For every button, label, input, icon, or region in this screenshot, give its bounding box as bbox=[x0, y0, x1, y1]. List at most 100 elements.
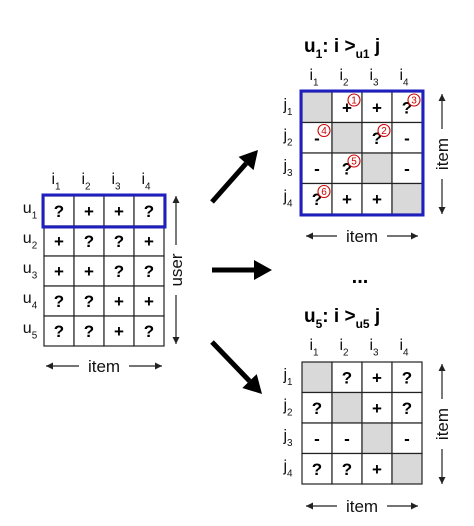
cell-value: ? bbox=[402, 98, 412, 117]
arrow-to-ellipsis bbox=[212, 260, 272, 280]
circled-marker-label: 1 bbox=[351, 96, 357, 107]
row-header-u4: u4 bbox=[23, 290, 38, 312]
cell-value: + bbox=[84, 262, 94, 281]
cell-value: + bbox=[144, 232, 154, 251]
transition-arrows bbox=[210, 150, 272, 394]
highlighted-user-row bbox=[41, 193, 167, 229]
circled-marker-label: 6 bbox=[321, 187, 327, 198]
cell-value: ? bbox=[114, 232, 124, 251]
cell-value: + bbox=[372, 399, 382, 418]
row-header-j2: j2 bbox=[282, 397, 293, 419]
cell-value: - bbox=[314, 159, 320, 178]
cell-value: ? bbox=[84, 232, 94, 251]
cell-value: + bbox=[54, 262, 64, 281]
column-header-i2: i2 bbox=[339, 337, 349, 359]
cell-value: - bbox=[404, 129, 410, 148]
bottom-item-axis-text: item bbox=[346, 497, 378, 516]
cell-value: + bbox=[342, 98, 352, 117]
diagonal-cell bbox=[331, 391, 363, 424]
circled-marker-4: 4 bbox=[317, 123, 331, 138]
cell-value: - bbox=[404, 159, 410, 178]
cell-value: + bbox=[114, 322, 124, 341]
cell-value: ? bbox=[402, 399, 412, 418]
cell-value: ? bbox=[84, 322, 94, 341]
cell-value: + bbox=[342, 190, 352, 209]
top-item-axis: item bbox=[306, 227, 418, 246]
cell-value: + bbox=[84, 202, 94, 221]
cell-value: ? bbox=[312, 399, 322, 418]
cell-value: ? bbox=[84, 292, 94, 311]
svg-text:u5: i >u5 j: u5: i >u5 j bbox=[304, 306, 380, 331]
circled-marker-1: 1 bbox=[347, 93, 361, 107]
cell-value: ? bbox=[342, 460, 352, 479]
column-header-i4: i4 bbox=[141, 171, 151, 193]
cell-value: + bbox=[114, 202, 124, 221]
row-header-u1: u1 bbox=[23, 200, 38, 222]
cell-value: + bbox=[372, 368, 382, 387]
matrix-cell bbox=[133, 285, 165, 317]
diagonal-cell bbox=[361, 422, 393, 455]
column-header-i1: i1 bbox=[309, 67, 319, 89]
diagonal-cell bbox=[391, 452, 423, 485]
circled-marker-5: 5 bbox=[347, 154, 361, 168]
matrix-cell bbox=[133, 315, 165, 347]
top-item-axis-text: item bbox=[346, 227, 378, 246]
column-header-i2: i2 bbox=[81, 171, 91, 193]
matrix-cell bbox=[331, 452, 363, 485]
column-header-i1: i1 bbox=[51, 171, 61, 193]
row-header-j2: j2 bbox=[282, 127, 293, 149]
cell-value: ? bbox=[312, 190, 322, 209]
ellipsis-text: ... bbox=[352, 266, 369, 288]
arrow-to-u5 bbox=[210, 340, 262, 394]
left-item-axis: item bbox=[46, 357, 162, 376]
diagonal-cell bbox=[301, 91, 333, 124]
column-header-i4: i4 bbox=[399, 337, 409, 359]
cell-value: ? bbox=[54, 292, 64, 311]
column-header-i2: i2 bbox=[339, 67, 349, 89]
svg-text:u1: i >u1 j: u1: i >u1 j bbox=[304, 36, 380, 61]
matrix-cell bbox=[73, 285, 105, 317]
cell-value: ? bbox=[402, 368, 412, 387]
matrix-cell bbox=[103, 315, 135, 347]
cell-value: ? bbox=[54, 202, 64, 221]
bottom-side-item-axis: item bbox=[433, 364, 452, 484]
top-side-item-axis: item bbox=[433, 94, 452, 214]
cell-value: ? bbox=[372, 129, 382, 148]
cell-value: - bbox=[344, 429, 350, 448]
circled-marker-label: 2 bbox=[381, 126, 387, 137]
cell-value: - bbox=[314, 429, 320, 448]
row-header-u3: u3 bbox=[23, 260, 38, 282]
left-user-axis: user bbox=[167, 196, 186, 344]
cell-value: + bbox=[372, 98, 382, 117]
diagonal-cell bbox=[391, 182, 423, 215]
column-header-i3: i3 bbox=[111, 171, 121, 193]
matrix-cell bbox=[73, 255, 105, 287]
column-header-i1: i1 bbox=[309, 337, 319, 359]
row-header-j4: j4 bbox=[282, 188, 293, 210]
cell-value: - bbox=[314, 129, 320, 148]
circled-marker-2: 2 bbox=[377, 123, 391, 138]
row-header-j3: j3 bbox=[282, 157, 293, 179]
cell-value: + bbox=[372, 460, 382, 479]
cell-value: + bbox=[144, 292, 154, 311]
row-header-j1: j1 bbox=[282, 96, 293, 118]
circled-marker-label: 3 bbox=[411, 96, 417, 107]
diagonal-cell bbox=[361, 152, 393, 185]
cell-value: ? bbox=[312, 460, 322, 479]
row-header-u2: u2 bbox=[23, 230, 38, 252]
column-header-i3: i3 bbox=[369, 67, 379, 89]
row-header-j4: j4 bbox=[282, 458, 293, 480]
bottom-side-item-axis-text: item bbox=[433, 408, 452, 440]
left-user-axis-text: user bbox=[167, 253, 186, 286]
circled-marker-6: 6 bbox=[317, 184, 331, 199]
matrix-cell bbox=[73, 225, 105, 257]
column-header-i3: i3 bbox=[369, 337, 379, 359]
arrow-to-u1 bbox=[210, 150, 258, 204]
top-matrix-title: u1: i >u1 j bbox=[304, 36, 380, 61]
cell-value: - bbox=[404, 429, 410, 448]
cell-value: ? bbox=[54, 322, 64, 341]
matrix-cell bbox=[43, 315, 75, 347]
highlighted-matrix-border bbox=[299, 89, 425, 217]
